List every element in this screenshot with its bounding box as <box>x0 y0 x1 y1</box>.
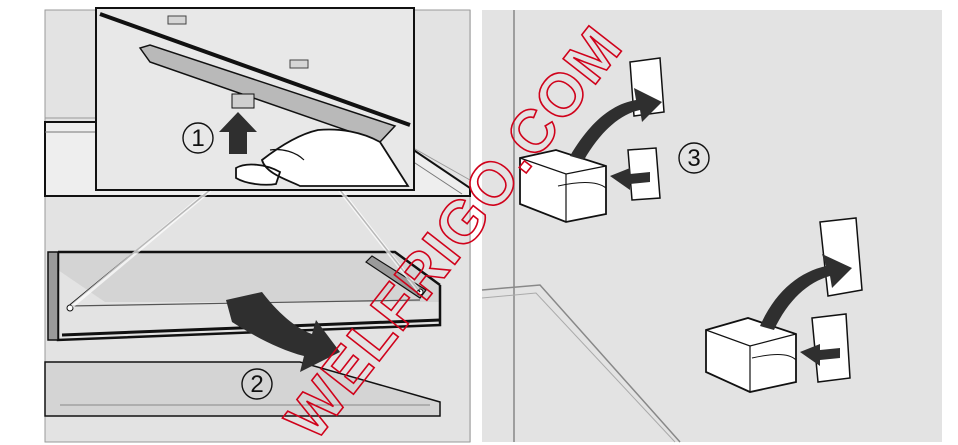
step-3-number: 3 <box>687 145 700 172</box>
callout-inset: 1 <box>96 8 414 190</box>
left-panel-shelf-removal: 1 2 <box>45 8 471 442</box>
step-1-number: 1 <box>191 125 204 152</box>
step-2-number: 2 <box>250 371 263 398</box>
